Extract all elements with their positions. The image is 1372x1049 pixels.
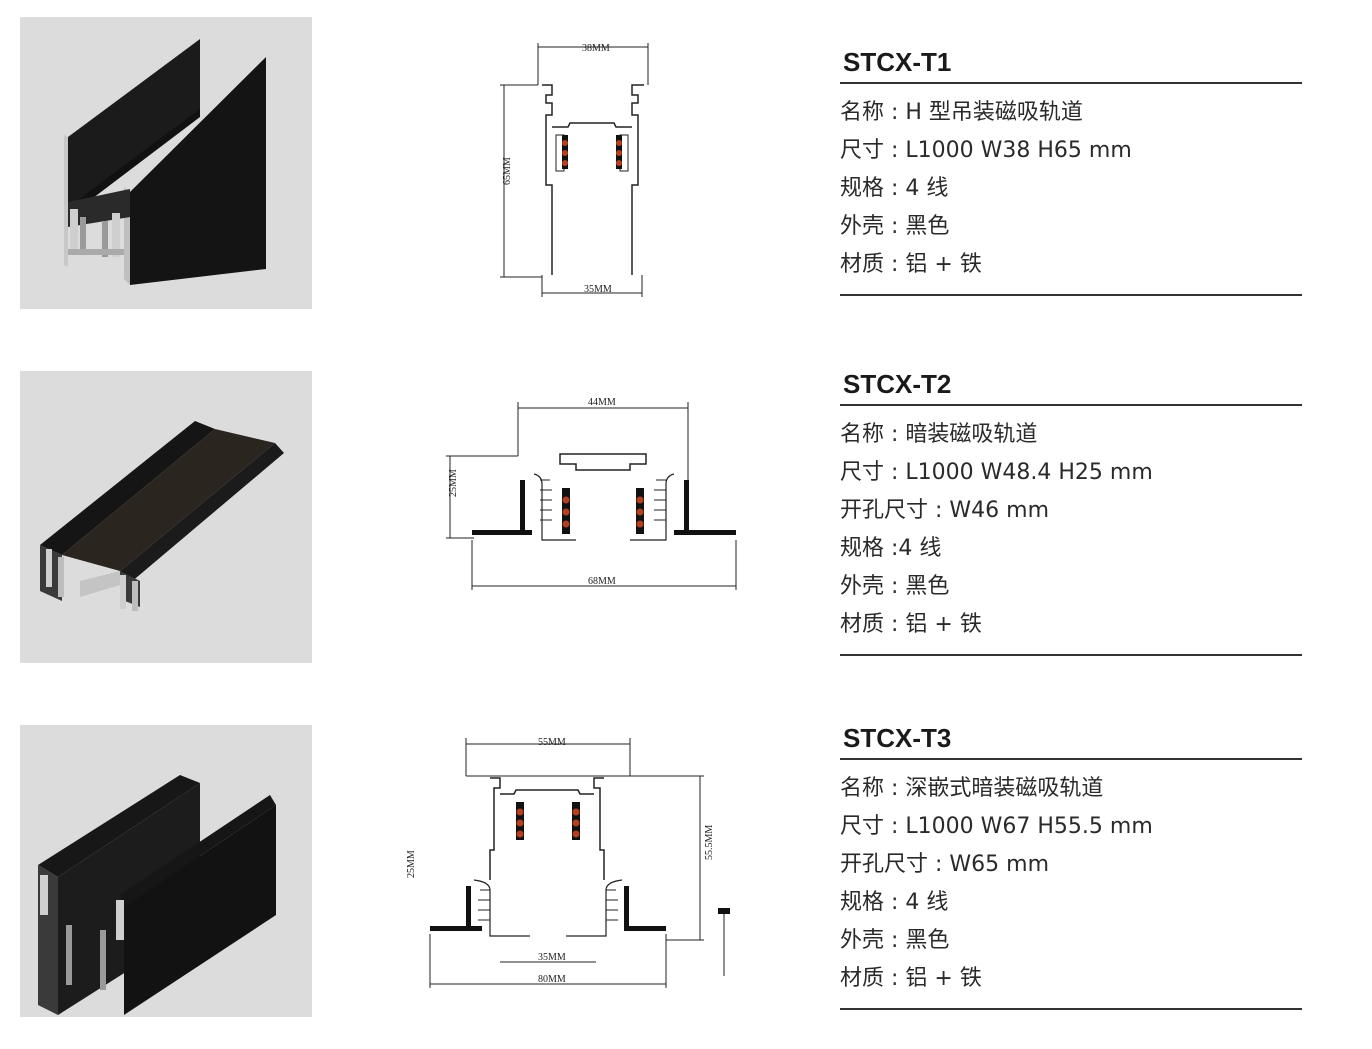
spec-name: 名称 : 深嵌式暗装磁吸轨道: [840, 776, 1104, 801]
spec-material: 材质 : 铝 + 铁: [840, 966, 982, 991]
spec-block-t3: STCX-T3 名称 : 深嵌式暗装磁吸轨道 尺寸 : L1000 W67 H5…: [840, 718, 1302, 1010]
spec-wires: 规格 :4 线: [840, 536, 942, 561]
spec-wires: 规格 : 4 线: [840, 890, 949, 915]
spec-list: 名称 : 深嵌式暗装磁吸轨道 尺寸 : L1000 W67 H55.5 mm 开…: [840, 770, 1302, 1010]
dim-top-t3: 55MM: [538, 737, 566, 748]
dim-top-t1: 38MM: [582, 43, 610, 54]
dim-side-t1: 65MM: [502, 157, 513, 185]
spec-shell: 外壳 : 黑色: [840, 928, 950, 953]
dim-top-t2: 44MM: [588, 397, 616, 408]
spec-name: 名称 : H 型吊装磁吸轨道: [840, 100, 1083, 125]
dim-side-t2: 25MM: [448, 469, 459, 497]
drawing-t1: 38MM 65MM 35MM: [490, 35, 670, 300]
product-photo-t3: [20, 725, 312, 1017]
spec-size: 尺寸 : L1000 W67 H55.5 mm: [840, 814, 1153, 839]
product-photo-t1: [20, 17, 312, 309]
spec-material: 材质 : 铝 + 铁: [840, 252, 982, 277]
spec-list: 名称 : 暗装磁吸轨道 尺寸 : L1000 W48.4 H25 mm 开孔尺寸…: [840, 416, 1302, 656]
spec-cutout: 开孔尺寸 : W65 mm: [840, 852, 1050, 877]
product-photo-t2: [20, 371, 312, 663]
dim-bottom-t3: 80MM: [538, 974, 566, 985]
model-title: STCX-T1: [840, 42, 1302, 84]
spec-wires: 规格 : 4 线: [840, 176, 949, 201]
drawing-t2: 44MM 25MM 68MM: [430, 390, 750, 600]
spec-block-t2: STCX-T2 名称 : 暗装磁吸轨道 尺寸 : L1000 W48.4 H25…: [840, 364, 1302, 656]
dim-bottom-t2: 68MM: [588, 576, 616, 587]
spec-block-t1: STCX-T1 名称 : H 型吊装磁吸轨道 尺寸 : L1000 W38 H6…: [840, 42, 1302, 296]
spec-size: 尺寸 : L1000 W38 H65 mm: [840, 138, 1132, 163]
spec-shell: 外壳 : 黑色: [840, 574, 950, 599]
spec-cutout: 开孔尺寸 : W46 mm: [840, 498, 1050, 523]
dim-side-left-t3: 25MM: [406, 850, 417, 878]
spec-size: 尺寸 : L1000 W48.4 H25 mm: [840, 460, 1153, 485]
model-title: STCX-T3: [840, 718, 1302, 760]
drawing-t3: 55MM 55.5MM 25MM 35MM: [390, 730, 750, 995]
dim-bottom-t1: 35MM: [584, 284, 612, 295]
dim-side-right-t3: 55.5MM: [704, 825, 715, 860]
spec-material: 材质 : 铝 + 铁: [840, 612, 982, 637]
spec-list: 名称 : H 型吊装磁吸轨道 尺寸 : L1000 W38 H65 mm 规格 …: [840, 94, 1302, 296]
spec-name: 名称 : 暗装磁吸轨道: [840, 422, 1038, 447]
model-title: STCX-T2: [840, 364, 1302, 406]
dim-inner-t3: 35MM: [538, 952, 566, 963]
spec-shell: 外壳 : 黑色: [840, 214, 950, 239]
